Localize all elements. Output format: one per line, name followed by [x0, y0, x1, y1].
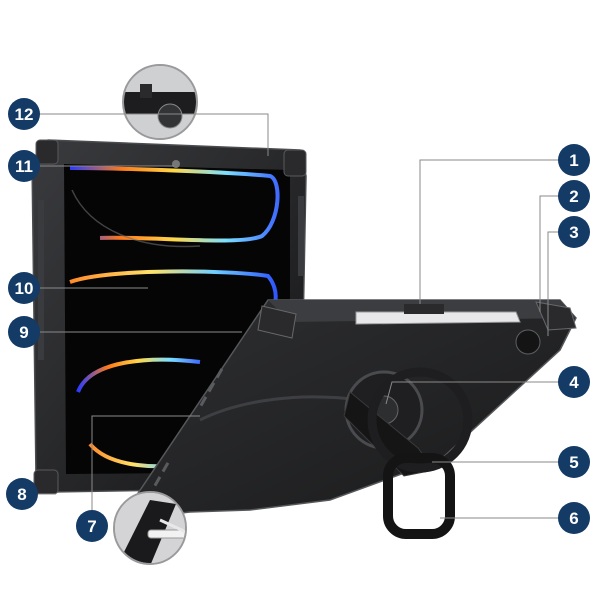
leader-7 [91, 415, 200, 526]
side-edge-left [38, 200, 44, 360]
camera-cutout [515, 329, 541, 355]
corner-bumper-bl [33, 469, 59, 495]
svg-text:8: 8 [17, 485, 26, 504]
callout-4: 4 [558, 366, 590, 398]
callout-6: 6 [558, 502, 590, 534]
side-edge-right [298, 196, 304, 276]
handle-loop [383, 453, 455, 539]
svg-text:4: 4 [569, 373, 579, 392]
callout-11: 11 [8, 150, 40, 182]
wallpaper-glow [71, 189, 201, 248]
speaker-grill [153, 368, 224, 487]
callout-1: 1 [558, 144, 590, 176]
svg-text:11: 11 [15, 157, 33, 176]
corner-bumper-back-tl [257, 305, 297, 339]
detail-bottom [113, 491, 187, 565]
wallpaper-ribbon-top [69, 166, 280, 243]
callout-2: 2 [558, 180, 590, 212]
corner-bumper-tr [283, 149, 307, 177]
leader-4 [385, 381, 574, 405]
leader-1 [419, 159, 574, 304]
hand-strap [343, 367, 473, 539]
svg-text:10: 10 [15, 279, 34, 298]
callouts: 1 2 3 4 5 6 7 8 9 10 11 12 [6, 98, 590, 542]
svg-text:9: 9 [19, 323, 28, 342]
stylus-holder-top [404, 304, 444, 314]
front-camera-dot [172, 160, 180, 168]
leader-2 [539, 195, 574, 312]
leader-lines [22, 113, 574, 526]
detail-top [122, 64, 198, 140]
corner-bumper-tl [35, 139, 59, 165]
callout-10: 10 [8, 272, 40, 304]
callout-12: 12 [8, 98, 40, 130]
stylus-slot [355, 311, 521, 325]
callout-8: 8 [6, 478, 38, 510]
leader-12 [26, 113, 269, 156]
wallpaper-ribbon-low [76, 357, 201, 393]
svg-text:6: 6 [569, 509, 578, 528]
kickstand-ring [367, 367, 473, 473]
svg-text:5: 5 [569, 453, 578, 472]
svg-text:3: 3 [569, 223, 578, 242]
svg-text:7: 7 [87, 517, 96, 536]
back-panel-ridge [199, 395, 361, 422]
svg-text:1: 1 [569, 151, 578, 170]
svg-text:12: 12 [15, 105, 34, 124]
callout-7: 7 [76, 510, 108, 542]
callout-5: 5 [558, 446, 590, 478]
callout-9: 9 [8, 316, 40, 348]
callout-3: 3 [558, 216, 590, 248]
corner-bumper-back-tr [535, 301, 577, 331]
svg-text:2: 2 [569, 187, 578, 206]
